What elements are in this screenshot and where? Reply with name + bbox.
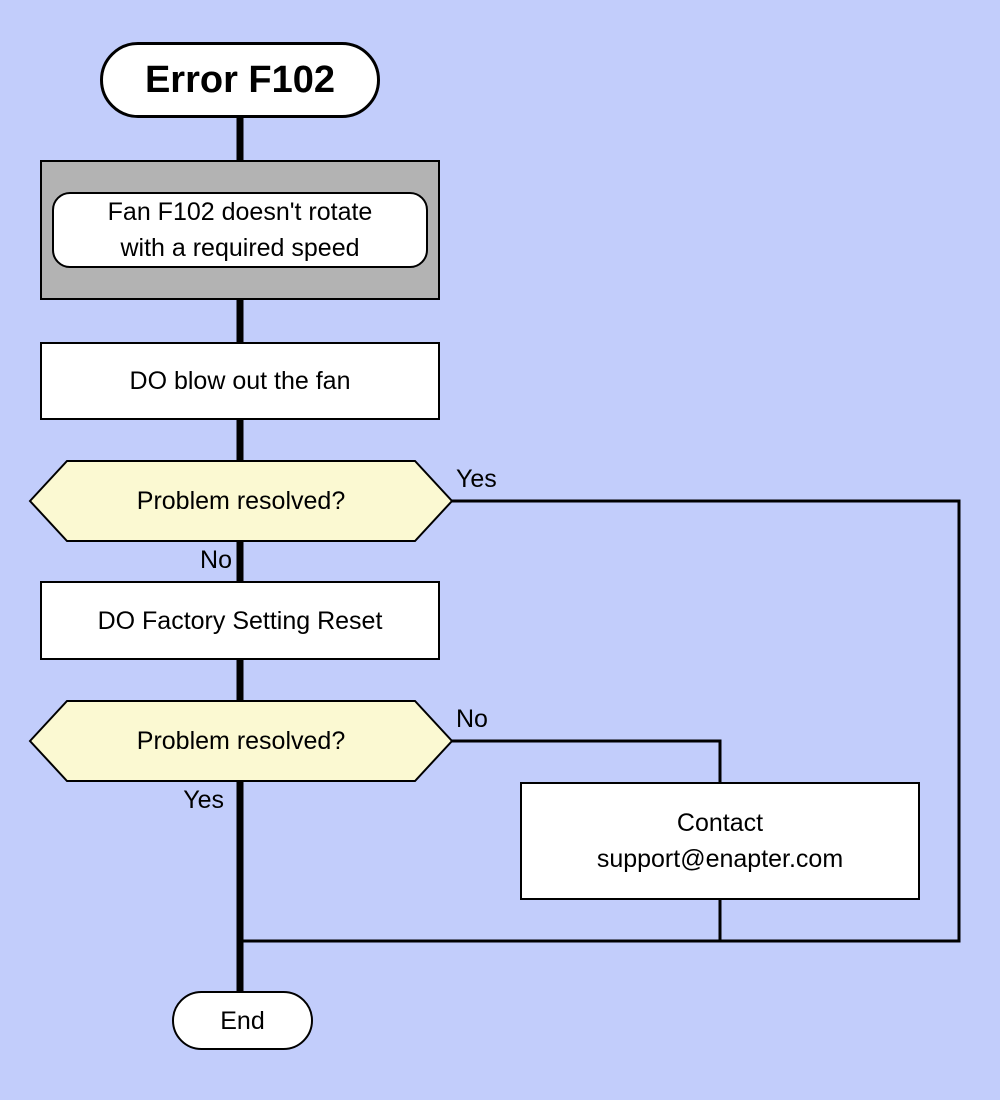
problem-statement: Fan F102 doesn't rotate with a required … — [52, 192, 428, 268]
process-blow-fan-label: DO blow out the fan — [129, 367, 351, 395]
contact-support-box: Contact support@enapter.com — [520, 782, 920, 900]
contact-line-1: Contact — [676, 809, 764, 837]
decision-1-text: Problem resolved? — [30, 461, 452, 541]
process-blow-fan: DO blow out the fan — [40, 342, 440, 420]
start-label: Error F102 — [144, 59, 336, 101]
decision-1-yes-label: Yes — [456, 465, 497, 493]
process-factory-reset: DO Factory Setting Reset — [40, 581, 440, 660]
edge-yes-return — [240, 499, 961, 943]
decision-2-yes-label: Yes — [183, 786, 224, 814]
end-label: End — [220, 1006, 265, 1035]
end-terminator: End — [172, 991, 313, 1050]
decision-1-no-label: No — [200, 546, 232, 574]
decision-2-text: Problem resolved? — [30, 701, 452, 781]
decision-2-hexagon — [28, 700, 454, 782]
start-terminator: Error F102 — [100, 42, 380, 118]
decision-2-question: Problem resolved? — [136, 726, 346, 755]
problem-line-1: Fan F102 doesn't rotate — [107, 198, 373, 226]
decision-1-question: Problem resolved? — [136, 486, 346, 515]
process-factory-reset-label: DO Factory Setting Reset — [97, 606, 383, 635]
problem-line-2: with a required speed — [120, 234, 360, 262]
decision-2-no-label: No — [456, 705, 488, 733]
contact-email: support@enapter.com — [596, 845, 844, 873]
edge-no-to-contact — [452, 739, 722, 784]
decision-1-hexagon — [28, 460, 454, 542]
problem-frame: Fan F102 doesn't rotate with a required … — [40, 160, 440, 300]
